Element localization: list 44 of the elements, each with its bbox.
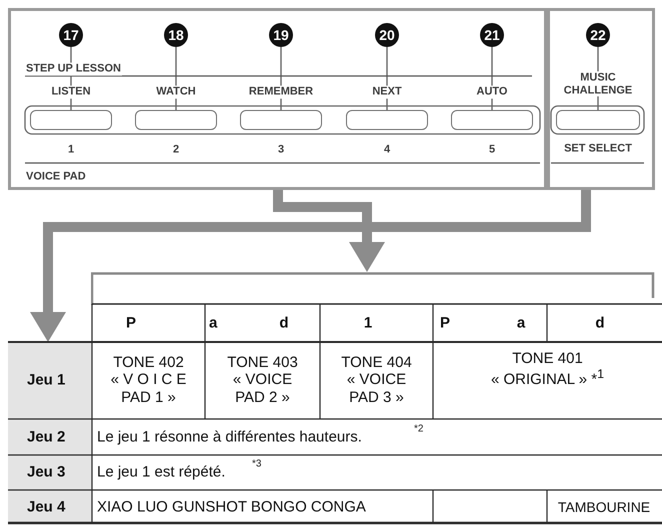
row-header: Jeu 1 <box>27 371 66 389</box>
bracket <box>91 272 655 305</box>
pad-button <box>556 110 640 130</box>
key-label: WATCH <box>155 86 197 98</box>
table-cell: XIAO LUO GUNSHOT BONGO CONGA <box>97 498 366 516</box>
footnote-mark: *3 <box>252 458 262 470</box>
key-label: LISTEN <box>50 86 92 98</box>
column-header: 1 <box>364 314 372 332</box>
pad-button <box>135 110 217 130</box>
row-header-column <box>8 342 92 523</box>
callout-number: 17 <box>59 23 83 47</box>
row-header: Jeu 3 <box>27 463 66 481</box>
pad-button <box>346 110 428 130</box>
flow-arrow <box>273 190 385 272</box>
key-label: AUTO <box>476 86 508 98</box>
column-header: P <box>126 314 136 332</box>
callout-number: 21 <box>480 23 504 47</box>
table-cell: TAMBOURINE <box>558 498 650 516</box>
key-label: NEXT <box>371 86 403 98</box>
column-header: P <box>440 314 450 332</box>
table-cell-text: TONE 403 « VOICE PAD 2 » <box>226 354 299 406</box>
table-cell: Le jeu 1 est répété. <box>97 463 226 481</box>
callout-number: 19 <box>269 23 293 47</box>
table-cell-text: TONE 402 « V O I C E PAD 1 » <box>110 354 188 406</box>
pad-button <box>30 110 112 130</box>
callout-number: 22 <box>586 23 610 47</box>
table-cell: Le jeu 1 résonne à différentes hauteurs. <box>97 428 362 446</box>
control-panel <box>547 8 655 190</box>
callout-number: 20 <box>375 23 399 47</box>
key-label: REMEMBER <box>248 86 314 98</box>
table-cell-text: TONE 404 « VOICE PAD 3 » <box>340 354 413 406</box>
row-header: Jeu 4 <box>27 498 66 516</box>
control-panel <box>8 8 547 190</box>
footnote-mark: *2 <box>414 423 424 435</box>
table-cell-text: TONE 401 « ORIGINAL » *$^{1}$ <box>490 350 606 388</box>
callout-number: 18 <box>164 23 188 47</box>
row-header: Jeu 2 <box>27 428 66 446</box>
column-header: a <box>209 314 218 332</box>
column-header: d <box>279 314 289 332</box>
column-header: d <box>595 314 605 332</box>
column-header: a <box>516 314 526 332</box>
pad-button <box>451 110 533 130</box>
section-label: STEP UP LESSON <box>25 62 122 76</box>
pad-button <box>240 110 322 130</box>
